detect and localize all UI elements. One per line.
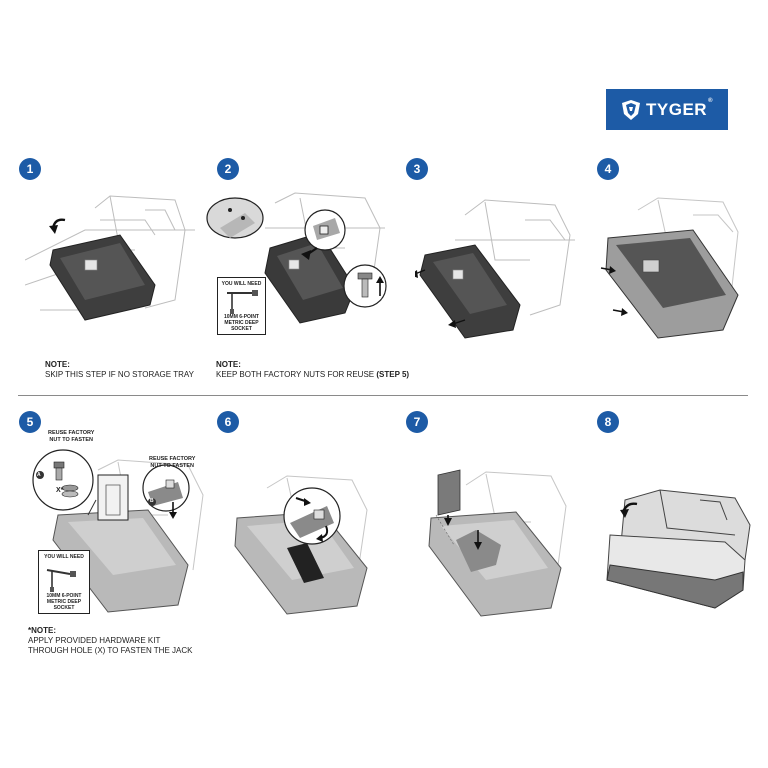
tool-card-footer-line2: METRIC DEEP SOCKET <box>224 320 259 332</box>
step3-tray-removal-illustration <box>415 199 575 339</box>
step5-jack-fastening-illustration <box>32 449 204 613</box>
step1-note-text: SKIP THIS STEP IF NO STORAGE TRAY <box>45 370 194 379</box>
step2-note-text: KEEP BOTH FACTORY NUTS FOR REUSE <box>216 370 375 379</box>
step-number-7: 7 <box>406 411 428 433</box>
tool-card-footer-line2: METRIC DEEP SOCKET <box>46 599 82 611</box>
step-number-2: 2 <box>217 158 239 180</box>
tool-card-footer-line1: 10MM 6-POINT <box>46 593 82 599</box>
brand-name: TYGER <box>646 99 708 119</box>
step1-note: NOTE: SKIP THIS STEP IF NO STORAGE TRAY <box>45 360 194 380</box>
step8-seat-restore-illustration <box>606 489 751 609</box>
reuse-nut-callout-a: REUSE FACTORY NUT TO FASTEN <box>48 430 94 444</box>
tool-card-footer-line1: 10MM 6-POINT <box>223 314 259 320</box>
brand-registered-mark: ® <box>708 98 713 104</box>
step1-note-label: NOTE: <box>45 360 70 369</box>
step5-note-label: *NOTE: <box>28 626 56 635</box>
step-number-6: 6 <box>217 411 239 433</box>
step2-note: NOTE: KEEP BOTH FACTORY NUTS FOR REUSE (… <box>216 360 409 380</box>
tyger-logo: TYGER ® <box>606 89 728 130</box>
step-number-4: 4 <box>597 158 619 180</box>
reuse-nut-callout-a-line2: NUT TO FASTEN <box>49 437 94 443</box>
section-divider <box>18 395 748 396</box>
shield-icon <box>622 99 640 120</box>
part-label-a: A <box>37 472 41 478</box>
step5-note-line1: APPLY PROVIDED HARDWARE KIT <box>28 636 161 645</box>
tool-card-header: YOU WILL NEED <box>44 554 84 560</box>
socket-wrench-icon <box>46 569 76 592</box>
reuse-nut-callout-b-line1: REUSE FACTORY <box>149 456 196 462</box>
step5-note: *NOTE: APPLY PROVIDED HARDWARE KIT THROU… <box>28 626 192 656</box>
step5-note-line2: THROUGH HOLE (X) TO FASTEN THE JACK <box>28 646 193 655</box>
step2-note-label: NOTE: <box>216 360 241 369</box>
step6-jack-bolt-illustration <box>234 475 368 615</box>
step2-note-emphasis: (STEP 5) <box>376 370 410 379</box>
tool-card-header: YOU WILL NEED <box>221 281 262 287</box>
step2-nut-removal-illustration <box>206 192 387 324</box>
step5-tool-card: YOU WILL NEED 10MM 6-POINT METRIC DEEP S… <box>38 550 90 614</box>
step2-tool-card: YOU WILL NEED 10MM 6-POINT METRIC DEEP S… <box>217 277 266 335</box>
step7-jack-placement-illustration <box>428 469 567 617</box>
socket-wrench-icon <box>226 290 258 314</box>
step-number-8: 8 <box>597 411 619 433</box>
reuse-nut-callout-b: REUSE FACTORY NUT TO FASTEN <box>149 456 195 470</box>
reuse-nut-callout-a-line1: REUSE FACTORY <box>48 430 95 436</box>
part-label-b: B <box>150 498 154 504</box>
step1-seat-tray-illustration <box>25 195 195 321</box>
step-number-1: 1 <box>19 158 41 180</box>
step4-storage-install-illustration <box>600 197 739 339</box>
step-number-5: 5 <box>19 411 41 433</box>
hole-x-marker: X* <box>56 487 64 494</box>
step-number-3: 3 <box>406 158 428 180</box>
reuse-nut-callout-b-line2: NUT TO FASTEN <box>150 463 195 469</box>
